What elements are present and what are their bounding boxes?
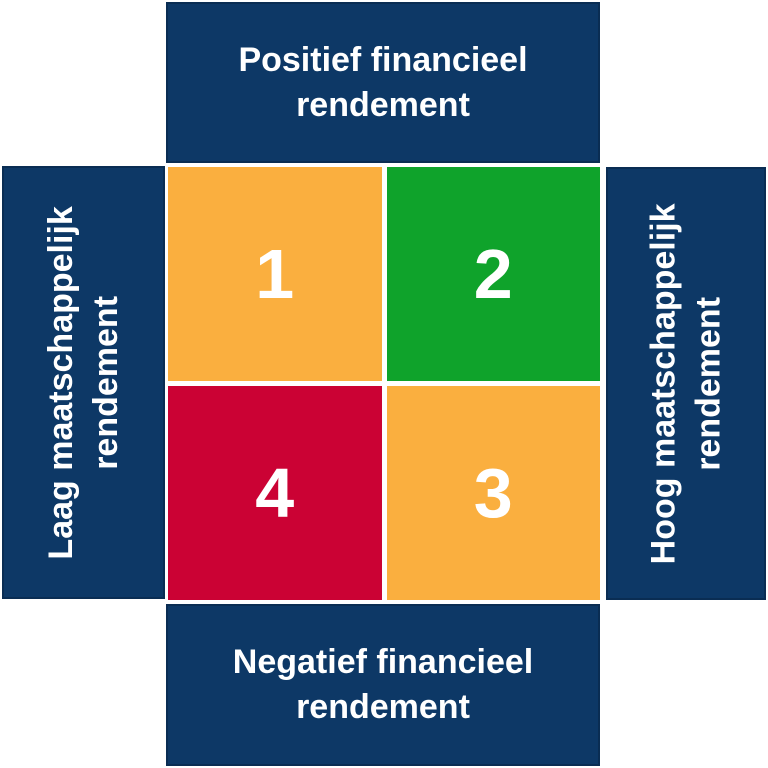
axis-label-bottom-line2: rendement <box>296 688 470 726</box>
quadrant-grid: 1 2 4 3 <box>168 167 600 600</box>
axis-label-bottom-negative-financial-return: Negatief financieel rendement <box>166 604 600 766</box>
axis-label-top-line1: Positief financieel <box>238 40 528 79</box>
quadrant-4: 4 <box>168 386 382 600</box>
axis-label-top-line2: rendement <box>296 85 470 124</box>
axis-label-bottom-line1: Negatief financieel <box>232 643 534 682</box>
axis-label-left-line2: rendement <box>86 295 125 470</box>
axis-label-bottom-text: Negatief financieel rendement <box>233 640 533 730</box>
quadrant-2: 2 <box>386 167 600 381</box>
quadrant-3: 3 <box>386 386 600 600</box>
axis-label-left-line1: Laag maatschappelijk <box>41 205 80 560</box>
quadrant-1: 1 <box>168 167 382 381</box>
axis-label-top-text: Positief financieel rendement <box>238 38 527 128</box>
quadrant-4-number: 4 <box>255 454 295 532</box>
axis-label-right-line1: Hoog maatschappelijk <box>644 203 683 564</box>
axis-label-right-line2: rendement <box>689 296 727 471</box>
axis-label-top-positive-financial-return: Positief financieel rendement <box>166 2 600 163</box>
quadrant-1-number: 1 <box>255 235 295 313</box>
axis-label-left-text: Laag maatschappelijk rendement <box>39 206 129 559</box>
quadrant-3-number: 3 <box>473 454 513 532</box>
quadrant-2-number: 2 <box>473 235 513 313</box>
axis-label-left-low-societal-return: Laag maatschappelijk rendement <box>2 166 165 599</box>
axis-label-right-text: Hoog maatschappelijk rendement <box>641 203 731 564</box>
axis-label-right-high-societal-return: Hoog maatschappelijk rendement <box>606 167 766 600</box>
